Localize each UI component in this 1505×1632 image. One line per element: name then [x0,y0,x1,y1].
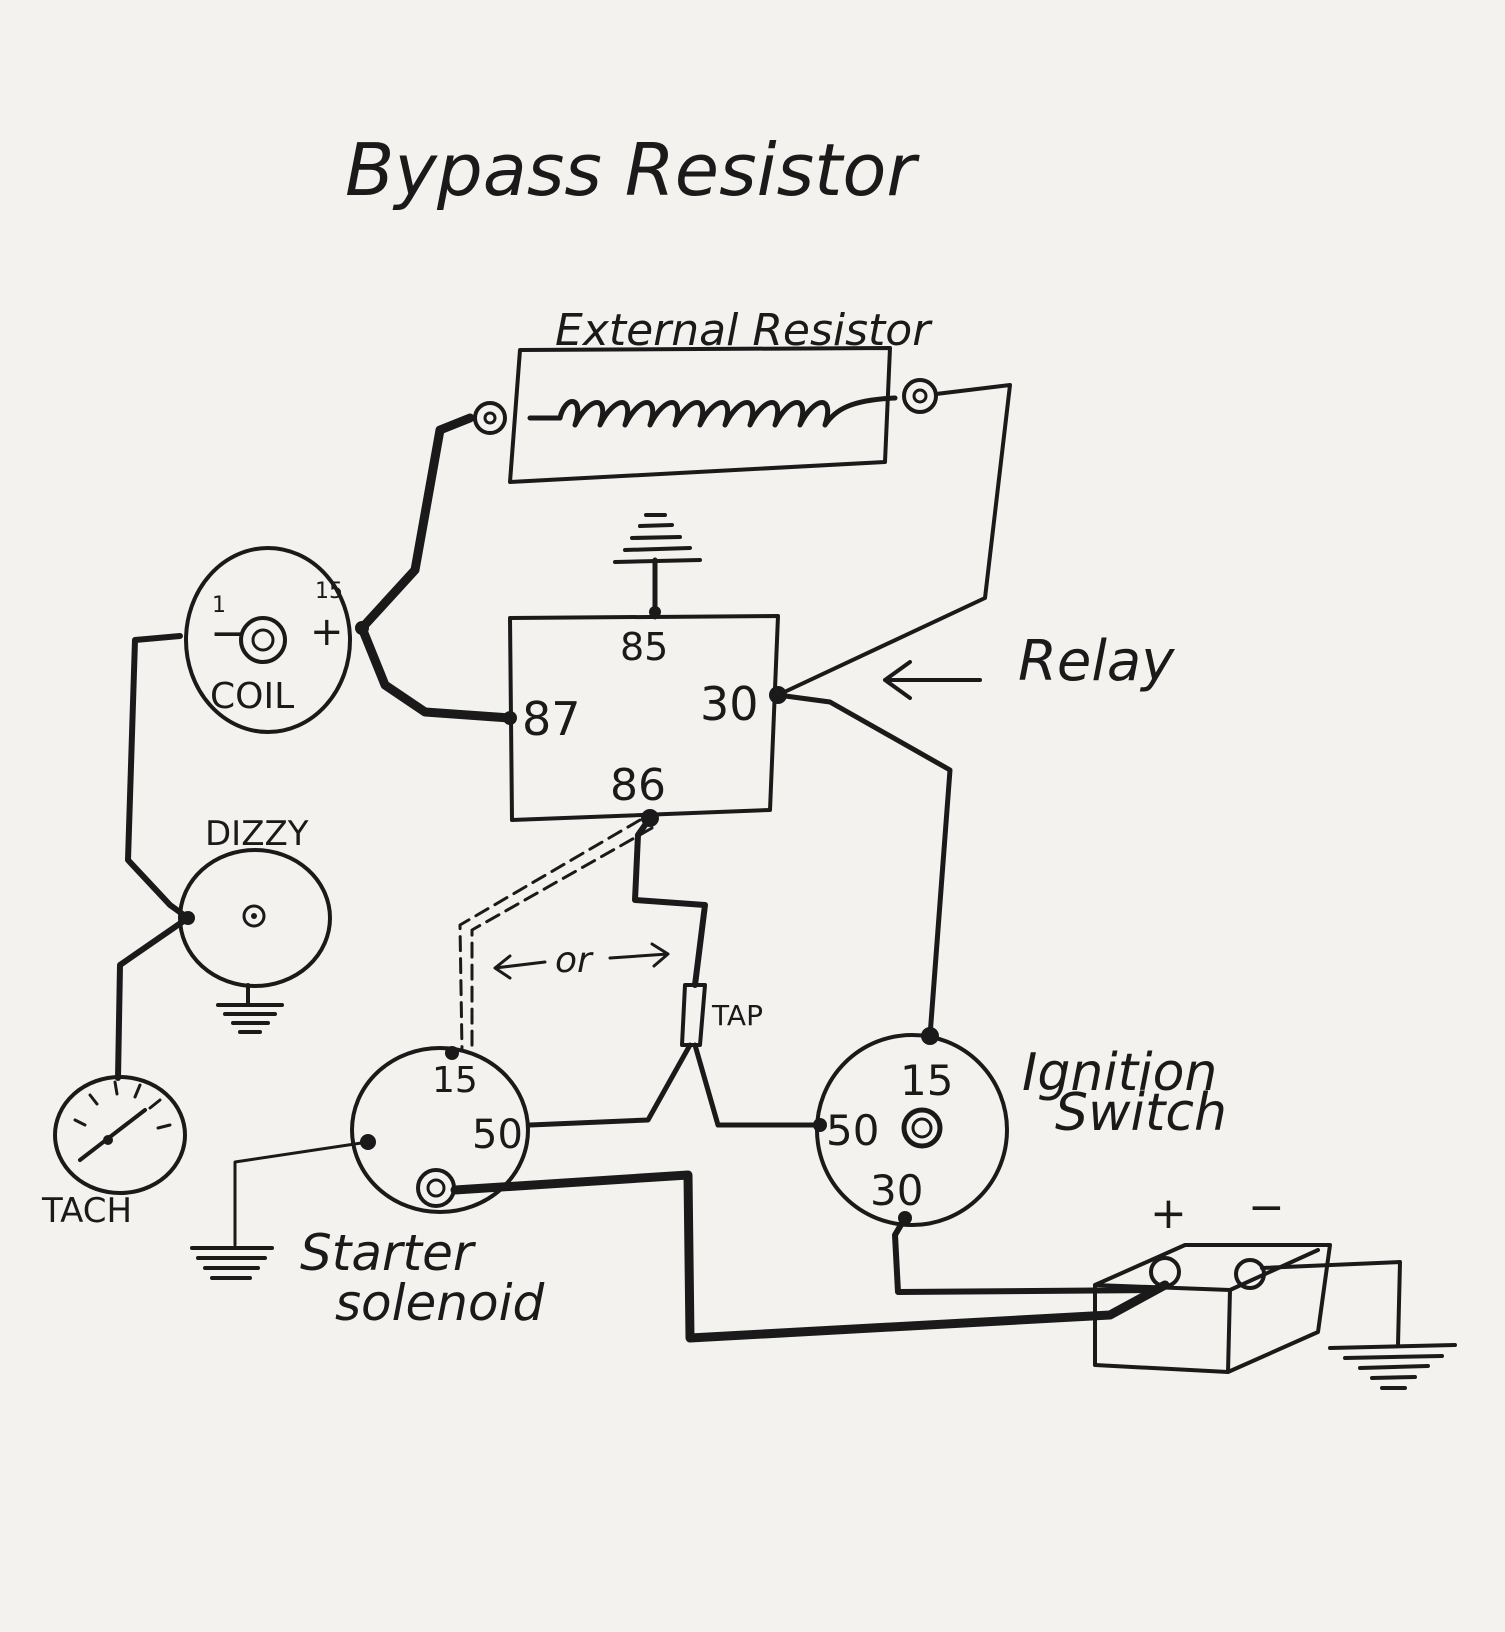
battery-negative-post [1234,1258,1266,1290]
tach-outline [53,1075,187,1195]
ignition-switch-label-1: Ignition [1022,1043,1217,1103]
battery-plus-label: + [1150,1188,1187,1239]
dizzy-label: DIZZY [205,814,309,854]
wire-resistor-to-relay-30 [776,383,1012,697]
tap-splice: TAP or [493,940,763,1047]
ignition-terminal-50: 50 [826,1106,879,1155]
starter-solenoid-label-1: Starter [300,1224,477,1282]
wire-relay-86-to-solenoid-dashed-a [458,818,642,1052]
solenoid-battery-stud [416,1168,456,1208]
ignition-key-inner [911,1117,933,1139]
coil-terminal-15-label: 15 [315,579,343,604]
tap-connector [680,983,707,1047]
solenoid-battery-stud-inner [426,1178,446,1198]
battery-body [1093,1243,1332,1374]
ignition-terminal-15: 15 [900,1056,953,1105]
wire-tap-to-solenoid-50 [527,1042,693,1128]
wire-coil-to-relay-87 [357,623,515,723]
wiring [115,383,1170,1343]
coil-plus-label: + [310,609,344,655]
relay-85-dot [649,606,661,618]
or-arrow-right [608,942,670,968]
solenoid-terminal-50: 50 [472,1112,523,1158]
resistor-terminal-right [902,378,938,414]
dizzy-center-dot [251,913,257,919]
relay-pin-30: 30 [700,677,759,731]
wire-relay-86-to-solenoid-dashed-b [470,826,654,1052]
wire-tap-to-ignition-50 [692,1042,823,1128]
resistor-terminal-left-inner [483,411,497,425]
tach-pivot [103,1135,113,1145]
solenoid-ground-wire [233,1140,370,1247]
relay-pointer-arrow [883,660,982,700]
coil-terminal-1-label: 1 [212,593,226,618]
tap-label: TAP [711,999,763,1032]
external-resistor: External Resistor [473,305,938,484]
solenoid-outline [350,1046,530,1214]
battery-ground-wire [1260,1260,1402,1347]
or-arrow-left [493,954,547,980]
resistor-terminal-left [473,401,507,435]
relay-85-ground-symbol [613,513,702,564]
wire-coil-to-resistor [357,413,475,633]
resistor-body [508,346,892,484]
ignition-terminal-30: 30 [870,1166,923,1215]
wire-coil-to-dizzy [125,633,191,921]
relay-pin-86: 86 [610,760,666,811]
tachometer: TACH [41,1075,187,1231]
or-label: or [555,940,594,981]
wire-solenoid-to-battery [450,1170,1170,1343]
ignition-coil: COIL 1 15 − + [184,546,369,734]
wire-relay-30-to-ignition-15 [775,692,953,1039]
coil-center-outer [239,616,287,664]
coil-outline [184,546,352,734]
relay-body [508,614,780,822]
starter-solenoid: 15 50 Starter solenoid [190,1046,544,1332]
resistor-coil-symbol [527,395,898,428]
coil-center-inner [251,628,275,652]
starter-solenoid-label-2: solenoid [335,1274,544,1332]
relay-label: Relay [1018,629,1175,694]
wire-relay-86-to-tap [632,815,708,988]
wire-dizzy-to-tach [115,915,191,1081]
ignition-key-outer [901,1107,943,1149]
coil-label: COIL [210,676,294,717]
solenoid-ground-symbol [190,1246,274,1280]
battery-ground-symbol [1328,1343,1457,1390]
relay-pin-87: 87 [522,692,581,746]
wire-ignition-30-to-battery [892,1215,1158,1295]
dizzy-ground-symbol [216,1003,284,1034]
distributor: DIZZY [178,814,332,1034]
ignition-switch-label-2: Switch [1055,1083,1227,1143]
dizzy-outline [178,848,332,988]
battery: + − [1093,1182,1457,1390]
diagram-title: Bypass Resistor [345,128,920,212]
tach-needle [78,1108,147,1162]
resistor-terminal-right-inner [912,388,928,404]
solenoid-terminal-15: 15 [432,1060,478,1101]
dizzy-center [242,904,266,928]
tach-ticks [73,1080,172,1130]
tach-label: TACH [41,1191,132,1231]
coil-minus-label: − [210,608,247,659]
relay-pin-85: 85 [620,625,668,669]
battery-minus-label: − [1248,1182,1285,1233]
solenoid-15-dot [445,1046,459,1060]
relay: 85 87 30 86 Relay [503,513,1175,827]
